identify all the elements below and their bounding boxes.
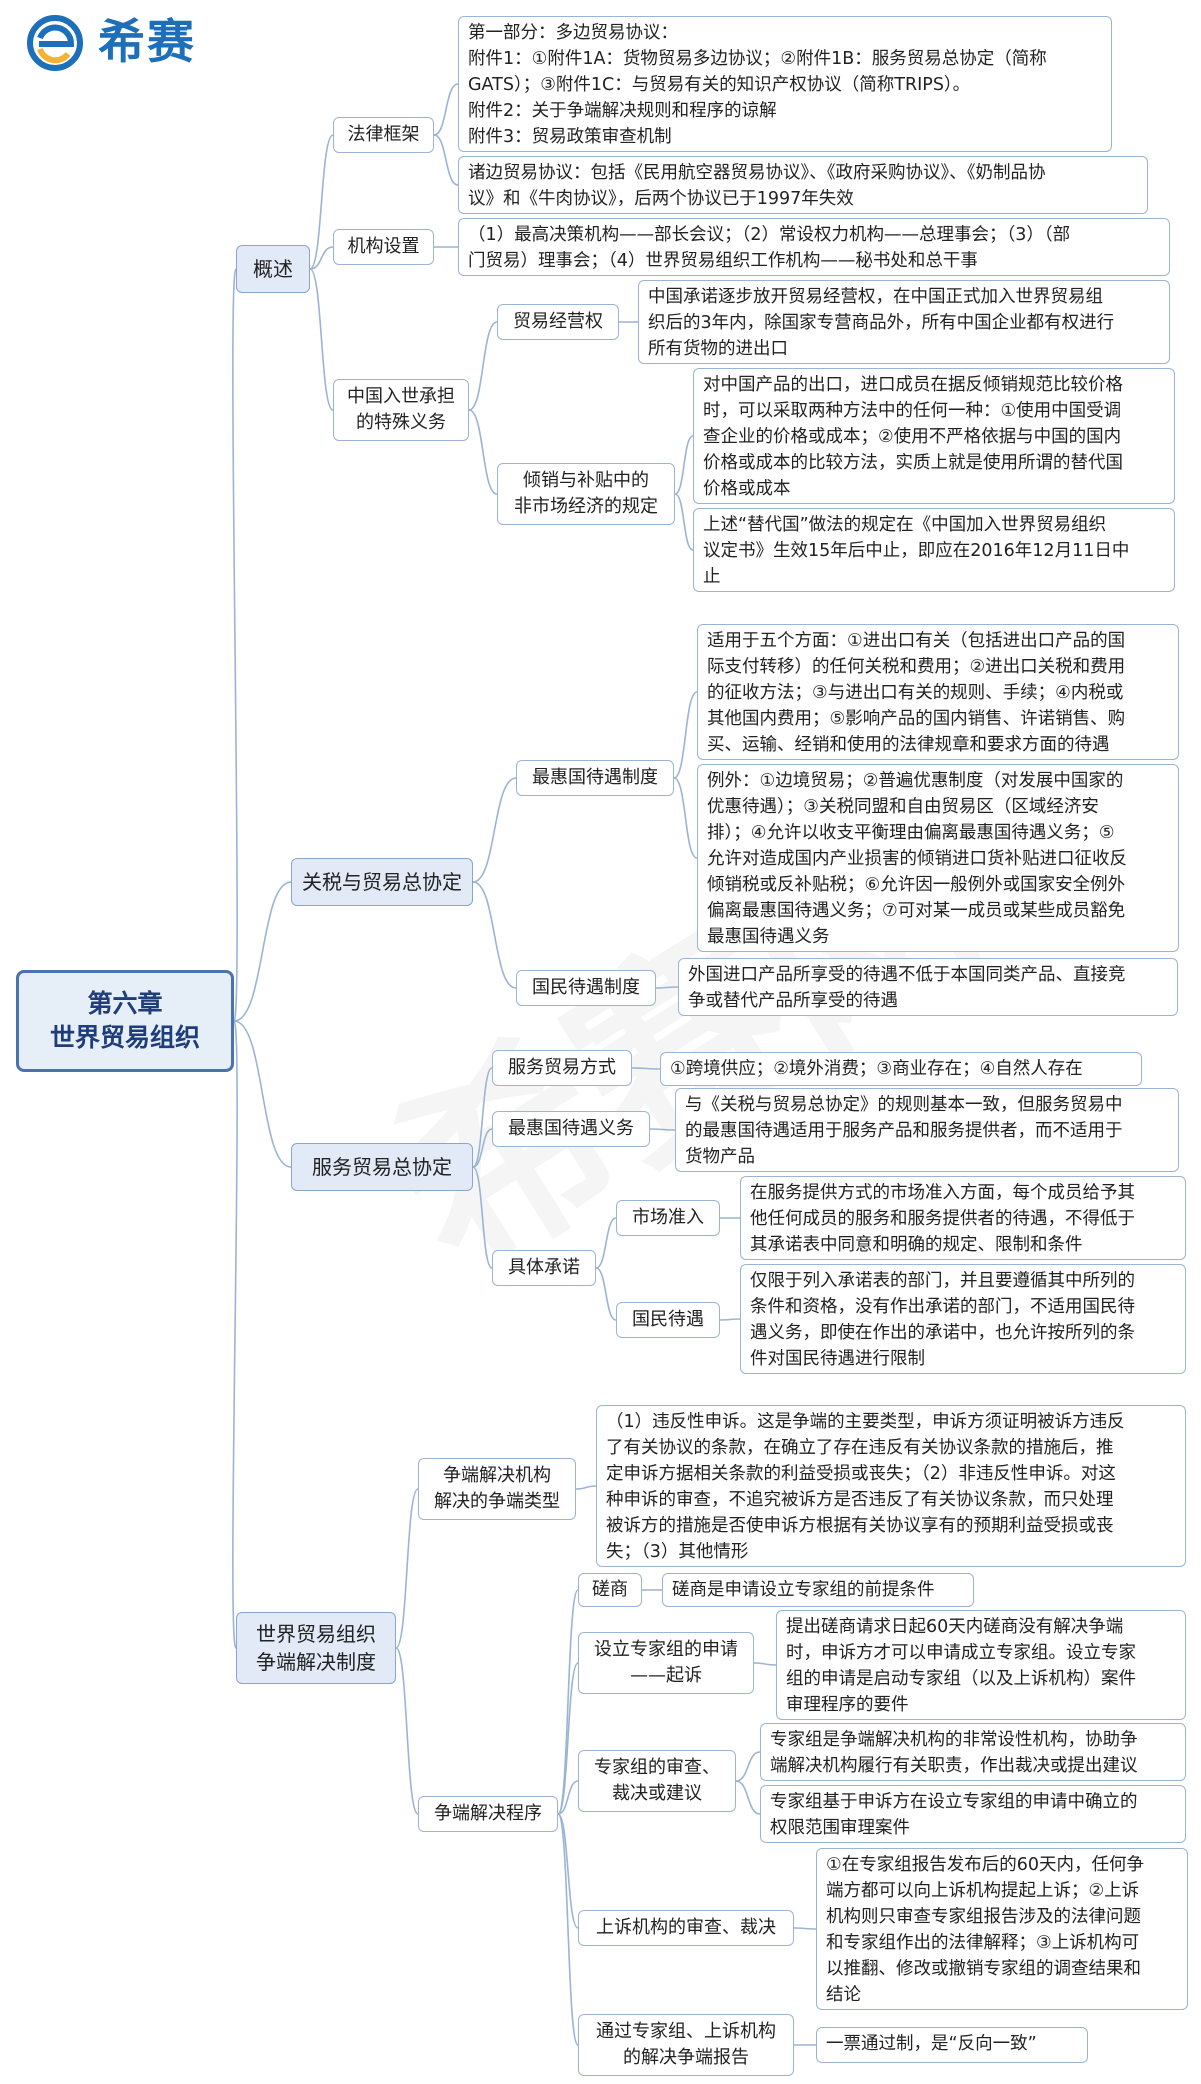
gats-national-treatment-label[interactable]: 国民待遇 (616, 1302, 720, 1338)
panel-scope-text: 专家组基于申诉方在设立专家组的申请中确立的 权限范围审理案件 (760, 1785, 1186, 1843)
legal-framework-label[interactable]: 法律框架 (333, 117, 434, 153)
root-node[interactable]: 第六章 世界贸易组织 (16, 970, 234, 1072)
mfn-system-label[interactable]: 最惠国待遇制度 (516, 760, 674, 796)
connector-line (655, 986, 679, 989)
brand-logo: 希赛 (26, 12, 246, 74)
connector-line (395, 1647, 419, 1815)
root-line-1: 第六章 (87, 989, 163, 1018)
connector-line (433, 83, 459, 136)
dumping-methods-text: 对中国产品的出口，进口成员在据反倾销规范比较价格 时，可以采取两种方法中的任何一… (693, 368, 1175, 504)
connector-line (472, 777, 517, 883)
connector-line (433, 134, 459, 186)
connector-line (649, 1128, 676, 1131)
connector-line (557, 1780, 579, 1815)
connector-line (575, 1485, 597, 1490)
connector-line (719, 1318, 741, 1321)
panel-request-label[interactable]: 设立专家组的申请 ——起诉 (578, 1632, 754, 1694)
connector-line (472, 1128, 493, 1168)
market-access-label[interactable]: 市场准入 (616, 1200, 720, 1236)
dispute-types-label[interactable]: 争端解决机构 解决的争端类型 (418, 1458, 576, 1520)
topic-gatt[interactable]: 关税与贸易总协定 (291, 858, 473, 906)
connector-line (557, 1813, 579, 2046)
connector-line (309, 134, 334, 270)
connector-line (673, 777, 698, 859)
mfn-exceptions-text: 例外：①边境贸易；②普遍优惠制度（对发展中国家的 优惠待遇）；③关税同盟和自由贸… (697, 764, 1179, 952)
connector-line (674, 493, 694, 551)
connector-line (232, 1020, 238, 1649)
market-access-text: 在服务提供方式的市场准入方面，每个成员给予其 他任何成员的服务和服务提供者的待遇… (740, 1176, 1186, 1260)
connector-line (395, 1488, 419, 1649)
topic-gats[interactable]: 服务贸易总协定 (291, 1143, 473, 1191)
connector-line (595, 1267, 617, 1321)
root-line-2: 世界贸易组织 (49, 1023, 200, 1052)
connector-line (674, 435, 694, 495)
trading-rights-text: 中国承诺逐步放开贸易经营权，在中国正式加入世界贸易组 织后的3年内，除国家专营商… (638, 280, 1170, 364)
connector-line (472, 881, 517, 989)
connector-line (631, 1067, 661, 1070)
connector-line (468, 321, 498, 411)
topic-overview[interactable]: 概述 (236, 245, 310, 293)
panel-nature-text: 专家组是争端解决机构的非常设性机构，协助争 端解决机构履行有关职责，作出裁决或提… (760, 1723, 1186, 1781)
connector-line (472, 1067, 493, 1168)
connector-line (309, 268, 334, 411)
dumping-nme-label[interactable]: 倾销与补贴中的 非市场经济的规定 (497, 463, 675, 525)
service-modes-text: ①跨境供应；②境外消费；③商业存在；④自然人存在 (660, 1052, 1142, 1086)
connector-line (793, 1927, 817, 1930)
connector-line (735, 1780, 761, 1815)
service-modes-label[interactable]: 服务贸易方式 (492, 1050, 632, 1086)
connector-line (735, 1751, 761, 1782)
connector-line (233, 1020, 292, 1168)
consultation-label[interactable]: 磋商 (578, 1573, 642, 1607)
specific-commitments-label[interactable]: 具体承诺 (492, 1250, 596, 1286)
mfn-scope-text: 适用于五个方面：①进出口有关（包括进出口产品的国 际支付转移）的任何关税和费用；… (697, 624, 1179, 760)
connector-line (557, 1662, 579, 1815)
consultation-text: 磋商是申请设立专家组的前提条件 (662, 1573, 974, 1607)
institution-label[interactable]: 机构设置 (333, 229, 434, 265)
connector-line (557, 1589, 579, 1815)
multilateral-agreements-text: 第一部分：多边贸易协议： 附件1：①附件1A：货物贸易多边协议；②附件1B：服务… (458, 16, 1112, 152)
gats-mfn-label[interactable]: 最惠国待遇义务 (492, 1111, 650, 1147)
connector-line (753, 1662, 777, 1666)
institution-text: （1）最高决策机构——部长会议；（2）常设权力机构——总理事会；（3）（部 门贸… (458, 218, 1170, 276)
connector-line (472, 1166, 493, 1269)
connector-line (309, 246, 334, 270)
report-adoption-label[interactable]: 通过专家组、上诉机构 的解决争端报告 (578, 2014, 794, 2076)
surrogate-country-text: 上述“替代国”做法的规定在《中国加入世界贸易组织 议定书》生效15年后中止，即应… (693, 508, 1175, 592)
connector-line (673, 691, 698, 779)
connector-line (468, 409, 498, 495)
panel-request-text: 提出磋商请求日起60天内磋商没有解决争端 时，申诉方才可以申请成立专家组。设立专… (776, 1610, 1186, 1720)
trading-rights-label[interactable]: 贸易经营权 (497, 304, 619, 340)
panel-review-label[interactable]: 专家组的审查、 裁决或建议 (578, 1750, 736, 1812)
national-treatment-label[interactable]: 国民待遇制度 (516, 970, 656, 1006)
dispute-procedure-label[interactable]: 争端解决程序 (418, 1796, 558, 1832)
plurilateral-agreements-text: 诸边贸易协议：包括《民用航空器贸易协议》、《政府采购协议》、《奶制品协 议》和《… (458, 156, 1148, 214)
gats-national-treatment-text: 仅限于列入承诺表的部门，并且要遵循其中所列的 条件和资格，没有作出承诺的部门，不… (740, 1264, 1186, 1374)
china-obligations-label[interactable]: 中国入世承担 的特殊义务 (333, 379, 469, 441)
connector-line (557, 1813, 579, 1929)
dispute-types-text: （1）违反性申诉。这是争端的主要类型，申诉方须证明被诉方违反 了有关协议的条款，… (596, 1405, 1186, 1567)
connector-line (233, 881, 292, 1022)
appellate-review-label[interactable]: 上诉机构的审查、裁决 (578, 1910, 794, 1946)
national-treatment-text: 外国进口产品所享受的待遇不低于本国同类产品、直接竞 争或替代产品所享受的待遇 (678, 958, 1178, 1016)
e-circle-icon (27, 15, 83, 71)
appellate-review-text: ①在专家组报告发布后的60天内，任何争 端方都可以向上诉机构提起上诉；②上诉 机… (816, 1848, 1188, 2010)
connector-line (232, 268, 238, 1022)
gats-mfn-text: 与《关税与贸易总协定》的规则基本一致，但服务贸易中 的最惠国待遇适用于服务产品和… (675, 1088, 1179, 1172)
report-adoption-text: 一票通过制，是“反向一致” (816, 2027, 1088, 2063)
topic-dispute-settlement[interactable]: 世界贸易组织 争端解决制度 (236, 1612, 396, 1684)
logo-text: 希赛 (98, 15, 196, 70)
connector-line (595, 1217, 617, 1269)
